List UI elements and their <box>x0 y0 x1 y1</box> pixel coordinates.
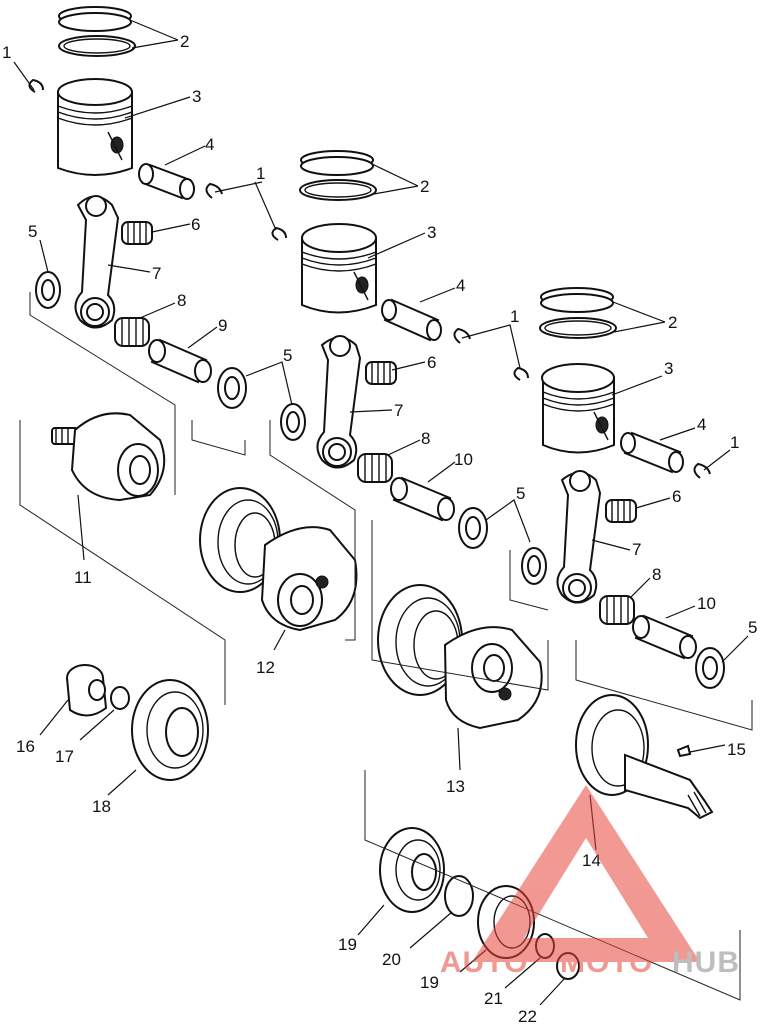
callout-22: 22 <box>518 1007 537 1026</box>
callout-8: 8 <box>177 291 186 310</box>
bearing-group-left <box>66 664 209 781</box>
crankshaft-section-12 <box>199 487 358 632</box>
callout-20: 20 <box>382 950 401 969</box>
callout-3: 3 <box>664 359 673 378</box>
callout-9: 9 <box>218 316 227 335</box>
piston-assembly-right <box>513 287 725 689</box>
callout-7: 7 <box>152 264 161 283</box>
watermark-text-hub: HUB <box>672 946 740 979</box>
callout-21: 21 <box>484 989 503 1008</box>
piston-assembly-left <box>28 6 247 409</box>
callout-2: 2 <box>668 313 677 332</box>
callout-1: 1 <box>256 164 265 183</box>
callout-1: 1 <box>510 307 519 326</box>
callout-5: 5 <box>748 618 757 637</box>
callout-10: 10 <box>454 450 473 469</box>
callout-3: 3 <box>192 87 201 106</box>
piston-assembly-middle <box>271 150 488 549</box>
callout-14: 14 <box>582 851 601 870</box>
callout-7: 7 <box>394 401 403 420</box>
callout-4: 4 <box>456 276 465 295</box>
callout-2: 2 <box>420 177 429 196</box>
callout-labels: 1 2 3 4 5 6 7 8 9 1 2 3 4 5 6 7 8 10 1 2… <box>2 32 757 1026</box>
callout-8: 8 <box>652 565 661 584</box>
callout-12: 12 <box>256 658 275 677</box>
crankshaft-section-13 <box>377 584 543 730</box>
watermark-text-moto: MOTO <box>560 946 653 979</box>
crankshaft-section-14 <box>575 694 714 820</box>
callout-13: 13 <box>446 777 465 796</box>
callout-6: 6 <box>672 487 681 506</box>
callout-5: 5 <box>516 484 525 503</box>
callout-10: 10 <box>697 594 716 613</box>
callout-5: 5 <box>28 222 37 241</box>
callout-4: 4 <box>205 135 214 154</box>
callout-11: 11 <box>74 568 92 587</box>
alignment-lines <box>19 292 753 1001</box>
callout-19: 19 <box>420 973 439 992</box>
callout-19: 19 <box>338 935 357 954</box>
watermark-logo: AUTO MOTO HUB <box>440 785 740 979</box>
callout-8: 8 <box>421 429 430 448</box>
callout-6: 6 <box>191 215 200 234</box>
callout-5: 5 <box>283 346 292 365</box>
callout-15: 15 <box>727 740 746 759</box>
callout-17: 17 <box>55 747 74 766</box>
callout-18: 18 <box>92 797 111 816</box>
crankshaft-section-11 <box>51 412 166 502</box>
callout-16: 16 <box>16 737 35 756</box>
callout-3: 3 <box>427 223 436 242</box>
callout-1: 1 <box>730 433 739 452</box>
callout-7: 7 <box>632 540 641 559</box>
watermark-text-auto: AUTO <box>440 946 528 979</box>
callout-2: 2 <box>180 32 189 51</box>
callout-1: 1 <box>2 43 11 62</box>
callout-6: 6 <box>427 353 436 372</box>
callout-4: 4 <box>697 415 706 434</box>
